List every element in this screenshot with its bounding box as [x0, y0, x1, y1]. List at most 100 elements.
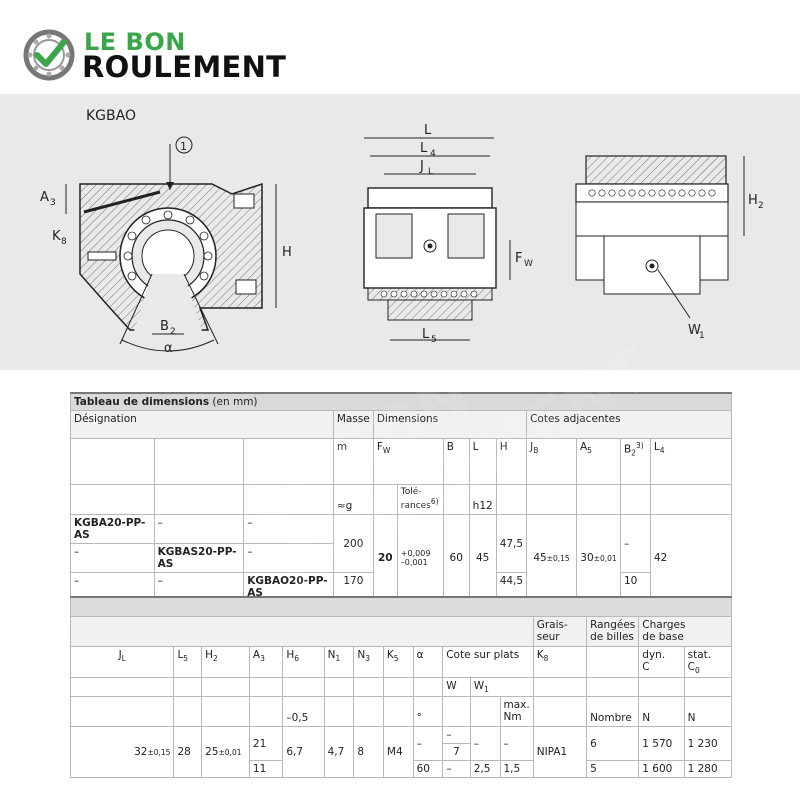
bearing-check-icon — [23, 29, 75, 81]
table-row: KGBA20-PP-AS — [70, 514, 155, 544]
cell-dyn2: 1 600 — [638, 760, 685, 779]
svg-text:2: 2 — [170, 327, 176, 337]
h-g: ≈g — [332, 484, 374, 515]
h2-k5: K5 — [382, 645, 414, 679]
cell-stat1: 1 230 — [683, 726, 733, 762]
svg-text:2: 2 — [758, 201, 764, 211]
h2-nombre: Nombre — [586, 696, 640, 728]
cell-max2: 1,5 — [499, 760, 534, 779]
h2-n: N — [638, 696, 685, 728]
svg-text:α: α — [164, 341, 173, 356]
svg-text:5: 5 — [431, 335, 437, 345]
cell-ran1: 6 — [586, 726, 640, 762]
cell-h6: 6,7 — [282, 726, 325, 779]
table2-title-bar — [70, 596, 732, 617]
cell-b: 60 — [442, 514, 470, 602]
h2-max: max.Nm — [499, 696, 534, 728]
h-h12: h12 — [468, 484, 497, 515]
h2-jl: JL — [69, 645, 175, 679]
svg-text:W: W — [524, 259, 533, 269]
h-l4: L4 — [649, 438, 733, 485]
cell-l5: 28 — [173, 726, 203, 779]
cell-dyn1: 1 570 — [638, 726, 685, 762]
h2-a3: A3 — [248, 645, 284, 679]
h2-alpha: α — [412, 645, 444, 679]
h2-h6: H6 — [282, 645, 325, 679]
svg-text:1: 1 — [180, 140, 187, 153]
cell-a5: 30±0,01 — [575, 514, 621, 602]
h2-l5: L5 — [173, 645, 203, 679]
h2-stat: stat.C0 — [683, 645, 733, 679]
svg-text:H: H — [282, 245, 292, 260]
side-view: W 1 H 2 — [575, 155, 764, 341]
cell-fw: 20 — [372, 514, 398, 602]
svg-text:L: L — [420, 141, 428, 156]
cell-alpha1: – — [412, 726, 444, 762]
cell-m1: 200 — [332, 514, 374, 573]
cell-h2: 25±0,01 — [201, 726, 250, 779]
cell-h1: 47,5 — [495, 514, 528, 573]
h2-w: W — [442, 677, 471, 698]
h2-n3: N3 — [353, 645, 384, 679]
cell-a3-2: 11 — [248, 760, 284, 779]
cell-w-b: 7 — [442, 743, 471, 762]
col-masse: Masse — [332, 410, 374, 439]
dimensions-table: Tableau de dimensions (en mm) Désignatio… — [70, 392, 733, 602]
table-row: – — [70, 543, 155, 573]
svg-text:L: L — [424, 123, 432, 138]
col-cotes: Cotes adjacentes — [526, 410, 732, 439]
brand-line2: ROULEMENT — [82, 50, 287, 84]
cell-k5: M4 — [382, 726, 414, 779]
left-view-section: 1 A 3 K 8 H B 2 α — [40, 136, 292, 356]
col-designation: Désignation — [70, 410, 334, 439]
h-b: B — [442, 438, 470, 485]
cell-w-2: – — [442, 760, 471, 779]
h2-n1: N1 — [323, 645, 355, 679]
cell-w1-2: 2,5 — [469, 760, 501, 779]
svg-text:L: L — [422, 327, 430, 342]
cell-w1-1: – — [469, 726, 501, 762]
h-tol: Tolé-rances6) — [396, 484, 444, 515]
h-h: H — [495, 438, 528, 485]
h2-m05: –0,5 — [282, 696, 325, 728]
h2-w1: W1 — [469, 677, 534, 698]
svg-text:F: F — [515, 251, 522, 266]
cell-l: 45 — [468, 514, 497, 602]
h-a5: A5 — [575, 438, 621, 485]
cell-tol: +0,009–0,001 — [396, 514, 444, 602]
svg-text:A: A — [40, 190, 49, 205]
cell-max1: – — [499, 726, 534, 762]
h-l: L — [468, 438, 497, 485]
h-m: m — [332, 438, 374, 485]
drawing-svg: KGBAO 1 A 3 K — [40, 108, 764, 356]
front-view: L L 4 J L L 5 F — [363, 123, 533, 345]
cell-jl: 32±0,15 — [69, 726, 175, 779]
technical-drawing: KGBAO 1 A 3 K — [0, 94, 800, 370]
cell-n1: 4,7 — [323, 726, 355, 779]
cell-jb: 45±0,15 — [526, 514, 577, 602]
h2-deg: ° — [412, 696, 444, 728]
svg-text:B: B — [160, 319, 169, 334]
col-dimensions: Dimensions — [372, 410, 528, 439]
cell: – — [243, 514, 334, 544]
h-b2: B23) — [619, 438, 651, 485]
cell-stat2: 1 280 — [683, 760, 733, 779]
cell-n3: 8 — [353, 726, 384, 779]
h-fw: FW — [372, 438, 444, 485]
h-jb: JB — [526, 438, 577, 485]
cell: – — [153, 514, 245, 544]
h2-n2: N — [683, 696, 733, 728]
svg-text:4: 4 — [430, 149, 436, 159]
cell-ran2: 5 — [586, 760, 640, 779]
cell-a3-1: 21 — [248, 726, 284, 762]
svg-text:J: J — [419, 159, 424, 174]
cell-w-a: – — [442, 726, 471, 745]
col-graisseur: Grais-seur — [532, 616, 588, 647]
h2-cote: Cote sur plats — [442, 645, 534, 679]
table-title: Tableau de dimensions (en mm) — [70, 392, 732, 411]
cell: KGBAS20-PP-AS — [153, 543, 245, 573]
svg-text:H: H — [748, 193, 758, 208]
